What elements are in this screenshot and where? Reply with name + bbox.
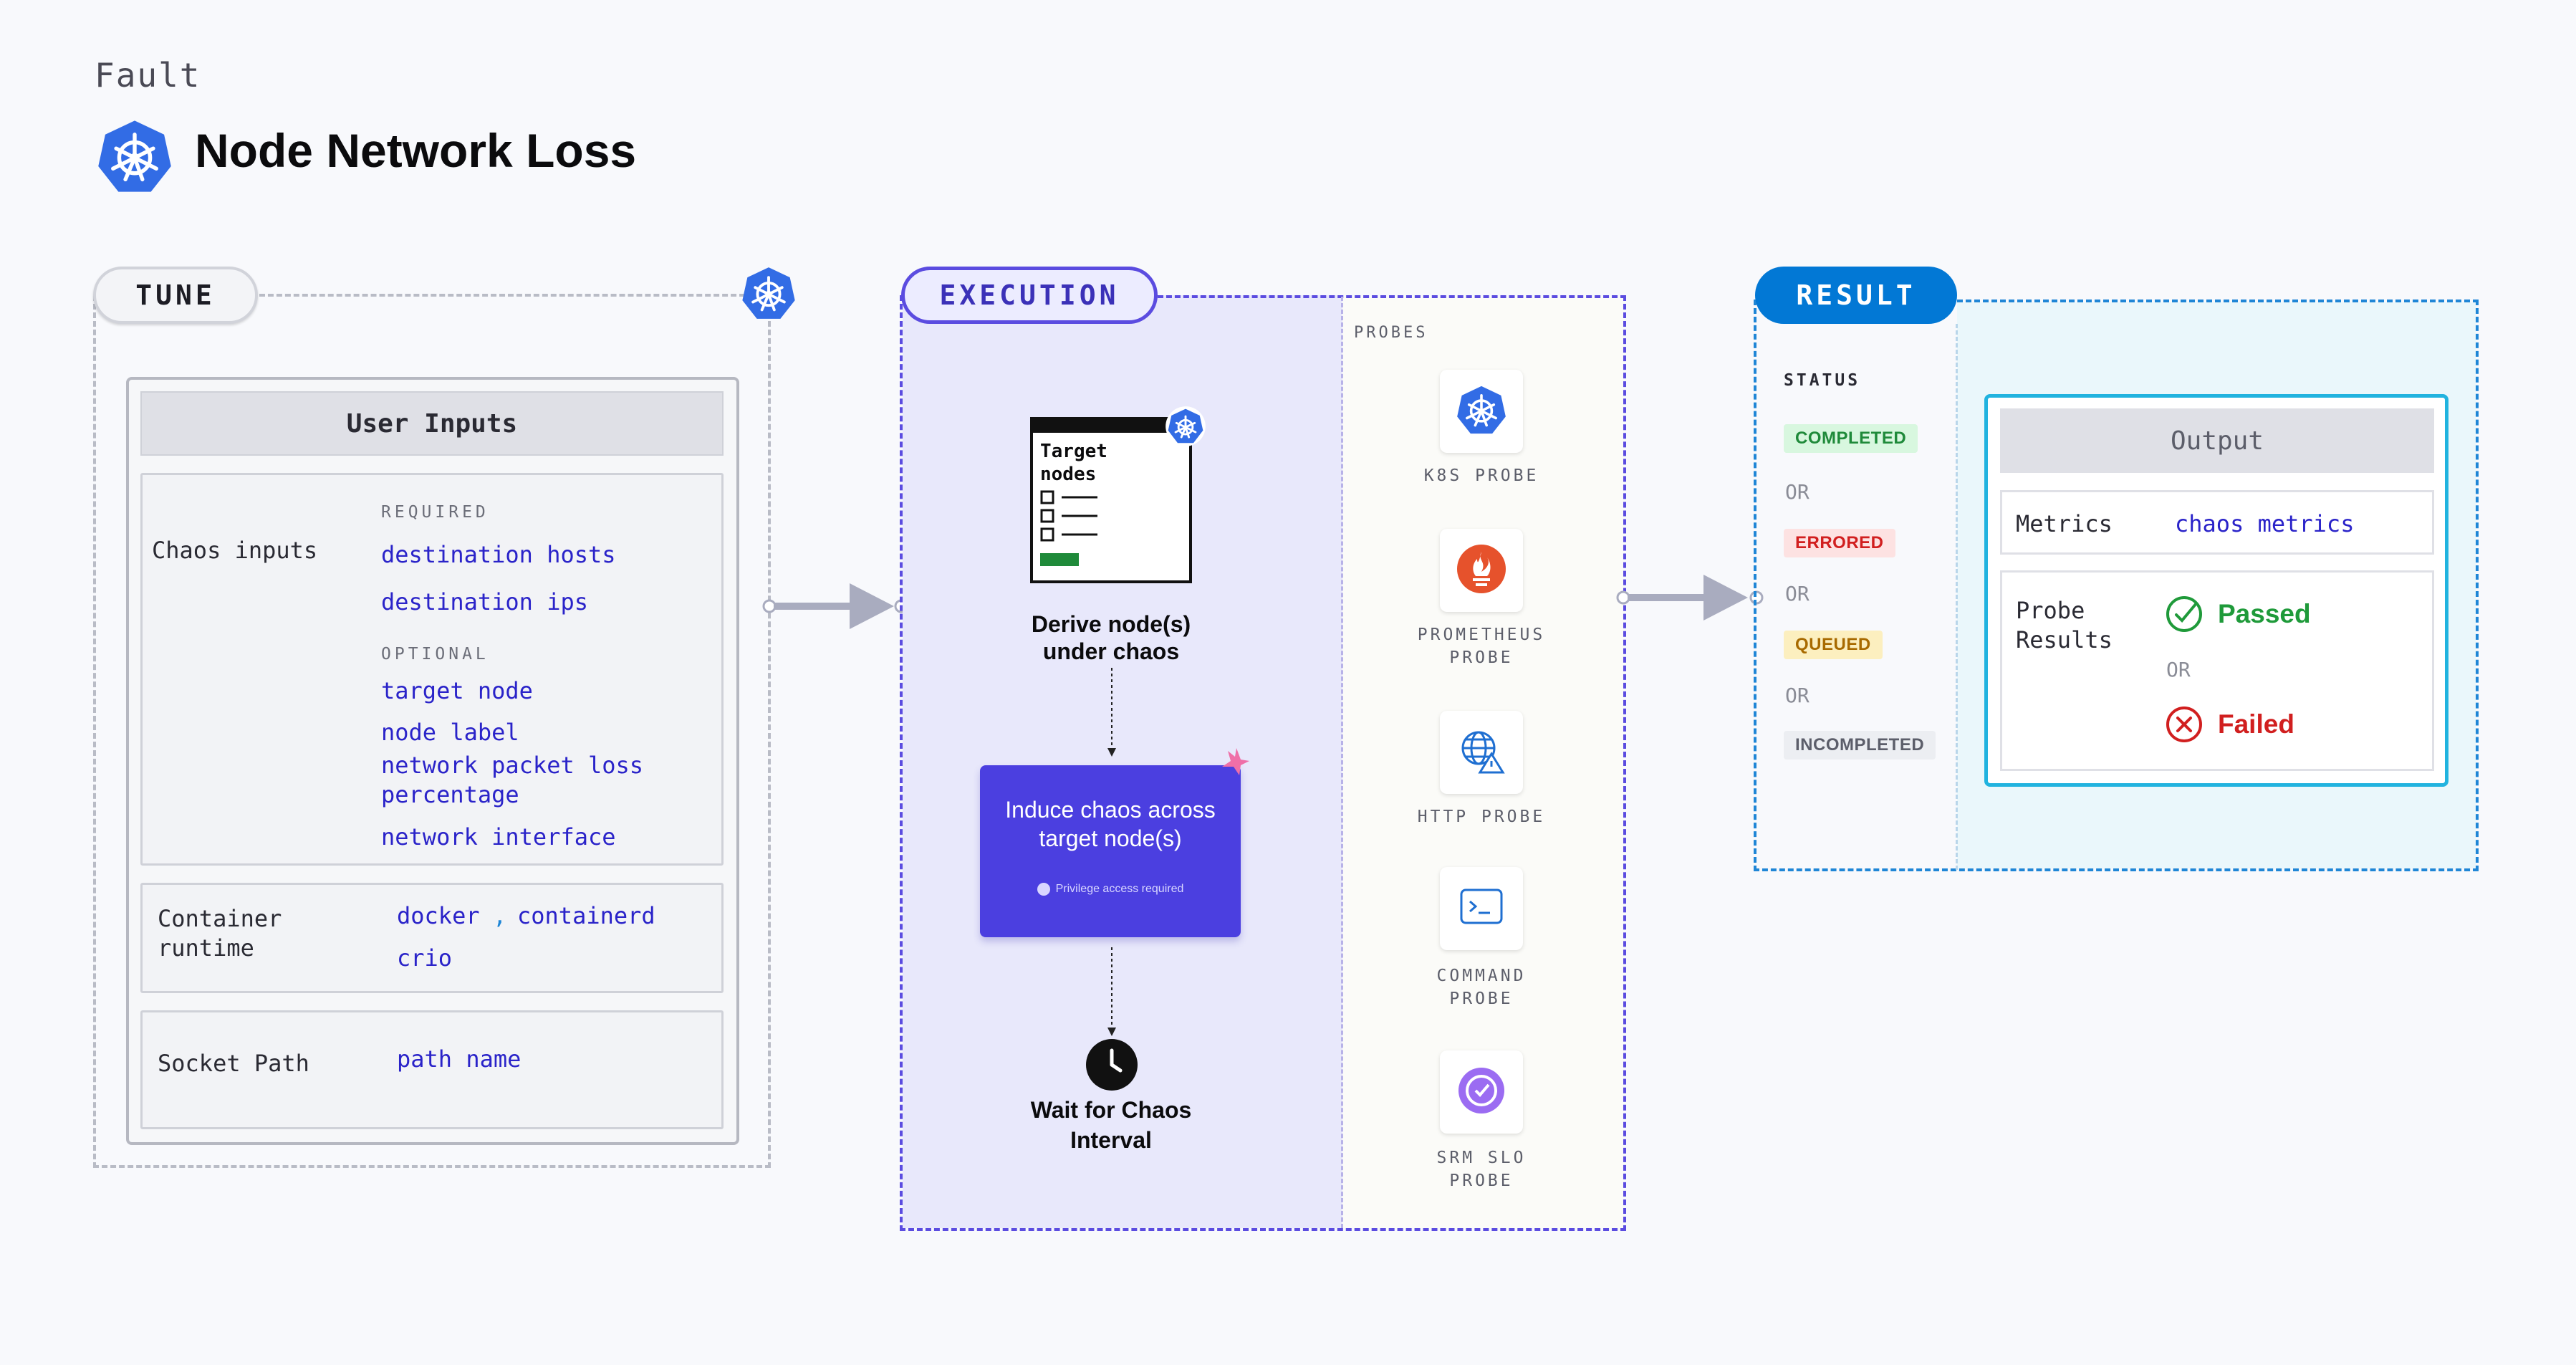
input-network-packet-loss: network packet loss	[381, 752, 644, 779]
wait-label-line1: Wait for Chaos	[1030, 1097, 1192, 1123]
result-divider	[1956, 324, 1958, 870]
input-destination-ips: destination ips	[381, 588, 588, 616]
x-circle-icon	[2166, 707, 2202, 742]
tune-frame	[93, 295, 771, 1168]
checklist-icon	[1040, 490, 1097, 566]
probe-label-srm-line1: SRM SLO	[1436, 1149, 1527, 1167]
derive-label-line1: Derive node(s)	[1031, 611, 1191, 637]
flow-arrow-execution-to-result	[1616, 575, 1764, 621]
runtime-containerd: containerd	[517, 902, 655, 929]
input-network-interface: network interface	[381, 823, 616, 851]
probe-tile-command	[1440, 867, 1523, 950]
prometheus-icon	[1457, 545, 1506, 593]
container-runtime-label-line2: runtime	[158, 934, 254, 962]
clock-icon	[1086, 1039, 1138, 1091]
input-node-label: node label	[381, 719, 519, 746]
output-title: Output	[2000, 408, 2434, 473]
metrics-label: Metrics	[2016, 510, 2113, 537]
induce-chaos-box	[980, 765, 1241, 937]
or-label: OR	[1785, 582, 1810, 605]
flow-arrow-tune-to-execution	[762, 583, 908, 629]
probe-results-label-line1: Probe	[2016, 597, 2085, 624]
derive-label-line2: under chaos	[1042, 638, 1180, 664]
chaos-spark-icon	[1222, 748, 1249, 775]
required-label: REQUIRED	[381, 503, 489, 522]
container-runtime-label-line1: Container	[158, 905, 282, 932]
status-title: STATUS	[1784, 371, 1861, 390]
or-label: OR	[1785, 684, 1810, 707]
metrics-value: chaos metrics	[2175, 510, 2355, 537]
socket-path-label: Socket Path	[158, 1050, 309, 1077]
probe-results-box	[2000, 570, 2434, 771]
status-completed: COMPLETED	[1784, 424, 1918, 453]
status-errored: ERRORED	[1784, 529, 1895, 557]
result-frame	[1754, 300, 2479, 871]
socket-path-box	[140, 1010, 724, 1129]
status-incompleted: INCOMPLETED	[1784, 731, 1936, 760]
flow-connector-dotted	[1107, 668, 1116, 757]
wait-label-line2: Interval	[1070, 1127, 1152, 1153]
or-label: OR	[2166, 658, 2191, 681]
result-frame-top	[1957, 300, 2479, 302]
fault-label: Fault	[95, 56, 201, 95]
failed-label: Failed	[2218, 709, 2294, 739]
http-globe-icon	[1461, 731, 1505, 774]
runtime-crio: crio	[397, 944, 453, 972]
probe-label-k8s: K8S PROBE	[1423, 466, 1539, 485]
induce-chaos-label: Induce chaos across target node(s)	[980, 795, 1241, 853]
optional-label: OPTIONAL	[381, 645, 489, 664]
chaos-inputs-label: Chaos inputs	[152, 537, 318, 564]
slo-gauge-icon	[1458, 1068, 1504, 1113]
passed-label: Passed	[2218, 599, 2311, 628]
probe-label-prometheus-line1: PROMETHEUS	[1417, 626, 1546, 644]
result-pill: RESULT	[1755, 267, 1957, 324]
metrics-box	[2000, 490, 2434, 555]
tune-frame-top	[259, 294, 754, 297]
chaos-inputs-box	[140, 473, 724, 866]
runtime-docker: docker	[397, 902, 480, 929]
probe-label-srm-line2: PROBE	[1449, 1172, 1514, 1190]
flow-connector-dotted	[1107, 947, 1116, 1036]
execution-frame	[900, 295, 1626, 1231]
induce-label-line2: target node(s)	[1039, 825, 1182, 851]
terminal-icon	[1460, 889, 1503, 924]
privilege-label: Privilege access required	[1055, 883, 1184, 896]
target-nodes-card-bar	[1030, 417, 1192, 433]
user-inputs-title: User Inputs	[140, 391, 724, 456]
induce-label-line1: Induce chaos across	[1005, 797, 1216, 823]
kubernetes-icon	[1457, 385, 1506, 434]
execution-divider	[1341, 297, 1343, 1228]
input-destination-hosts: destination hosts	[381, 541, 616, 568]
runtime-separator: ,	[493, 902, 507, 929]
input-percentage: percentage	[381, 781, 519, 808]
socket-path-value: path name	[397, 1045, 522, 1073]
probe-label-http: HTTP PROBE	[1417, 808, 1546, 826]
probe-label-prometheus-line2: PROBE	[1449, 648, 1514, 667]
probe-tile-http	[1440, 711, 1523, 794]
input-target-node: target node	[381, 677, 533, 704]
check-circle-icon	[2166, 596, 2202, 632]
container-runtime-box	[140, 883, 724, 993]
tune-pill: TUNE	[93, 267, 258, 324]
kubernetes-icon	[98, 120, 171, 192]
lock-icon	[1037, 883, 1050, 896]
probe-results-label-line2: Results	[2016, 626, 2113, 653]
kubernetes-icon	[1166, 406, 1206, 446]
status-queued: QUEUED	[1784, 631, 1883, 659]
privilege-note: Privilege access required	[980, 883, 1241, 896]
or-label: OR	[1785, 480, 1810, 504]
kubernetes-icon	[742, 267, 795, 319]
probe-label-command-line1: COMMAND	[1436, 967, 1527, 985]
execution-pill: EXECUTION	[901, 267, 1158, 324]
target-nodes-line1: Target	[1040, 441, 1107, 462]
target-nodes-line2: nodes	[1040, 464, 1097, 485]
probe-label-command-line2: PROBE	[1449, 990, 1514, 1008]
page-title: Node Network Loss	[195, 124, 637, 177]
probes-title: PROBES	[1354, 324, 1428, 342]
execution-frame-top	[1158, 295, 1626, 298]
